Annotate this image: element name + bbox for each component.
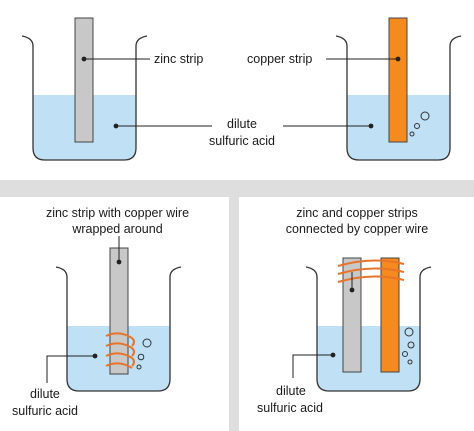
- gas-bubble: [420, 111, 430, 121]
- acid-liquid: [317, 326, 420, 391]
- horizontal-separator: [0, 180, 474, 197]
- acid-leader-dot: [92, 353, 98, 359]
- gas-bubble: [136, 364, 142, 370]
- vertical-separator: [229, 197, 239, 431]
- panel-top-right: [283, 17, 462, 161]
- zinc-strip-top-marker-dot: [116, 259, 122, 265]
- gas-bubble: [137, 353, 145, 361]
- copper-strip-label: copper strip: [247, 52, 313, 66]
- acid-label-line2: sulfuric acid: [209, 134, 275, 148]
- acid-leader: [46, 355, 95, 383]
- gas-bubble: [409, 131, 415, 137]
- beaker: [55, 266, 182, 392]
- zinc-strip: [74, 17, 94, 143]
- copper-strip: [380, 257, 400, 373]
- gas-bubble: [407, 341, 415, 349]
- zinc-strip-label: zinc strip: [154, 52, 204, 66]
- gas-bubble: [402, 351, 408, 357]
- panel-bottom-right: [292, 257, 432, 392]
- acid-leader: [292, 354, 333, 378]
- panel-top-left: [21, 17, 212, 161]
- gas-bubble: [414, 123, 420, 129]
- bottom-left-acid-label-line1: dilute: [30, 387, 60, 401]
- acid-leader-dot: [113, 123, 119, 129]
- bottom-right-caption-line2: connected by copper wire: [285, 222, 429, 236]
- gas-bubble: [404, 327, 414, 337]
- bottom-right-acid-label-line1: dilute: [276, 384, 306, 398]
- gas-bubble: [142, 338, 152, 348]
- bottom-right-acid-label-line2: sulfuric acid: [257, 401, 323, 415]
- bottom-right-caption-line1: zinc and copper strips: [296, 206, 418, 220]
- copper-strip-leader-dot: [395, 56, 401, 62]
- acid-leader-dot: [368, 123, 374, 129]
- acid-leader-dot: [330, 352, 336, 358]
- bottom-left-caption-line2: wrapped around: [72, 222, 163, 236]
- beaker: [21, 35, 148, 161]
- copper-wire-coil: [105, 332, 135, 369]
- acid-label-line1: dilute: [227, 117, 257, 131]
- gas-bubble: [407, 359, 413, 365]
- panel-bottom-left: [46, 236, 182, 392]
- beaker: [305, 266, 432, 392]
- zinc-strip-leader-dot: [349, 287, 355, 293]
- zinc-strip: [342, 257, 362, 373]
- beaker: [335, 35, 462, 161]
- bottom-left-caption-line1: zinc strip with copper wire: [45, 206, 190, 220]
- bottom-left-acid-label-line2: sulfuric acid: [12, 404, 78, 418]
- copper-wire-connection: [337, 259, 405, 283]
- zinc-strip-leader-dot: [81, 56, 87, 62]
- copper-strip: [388, 17, 408, 143]
